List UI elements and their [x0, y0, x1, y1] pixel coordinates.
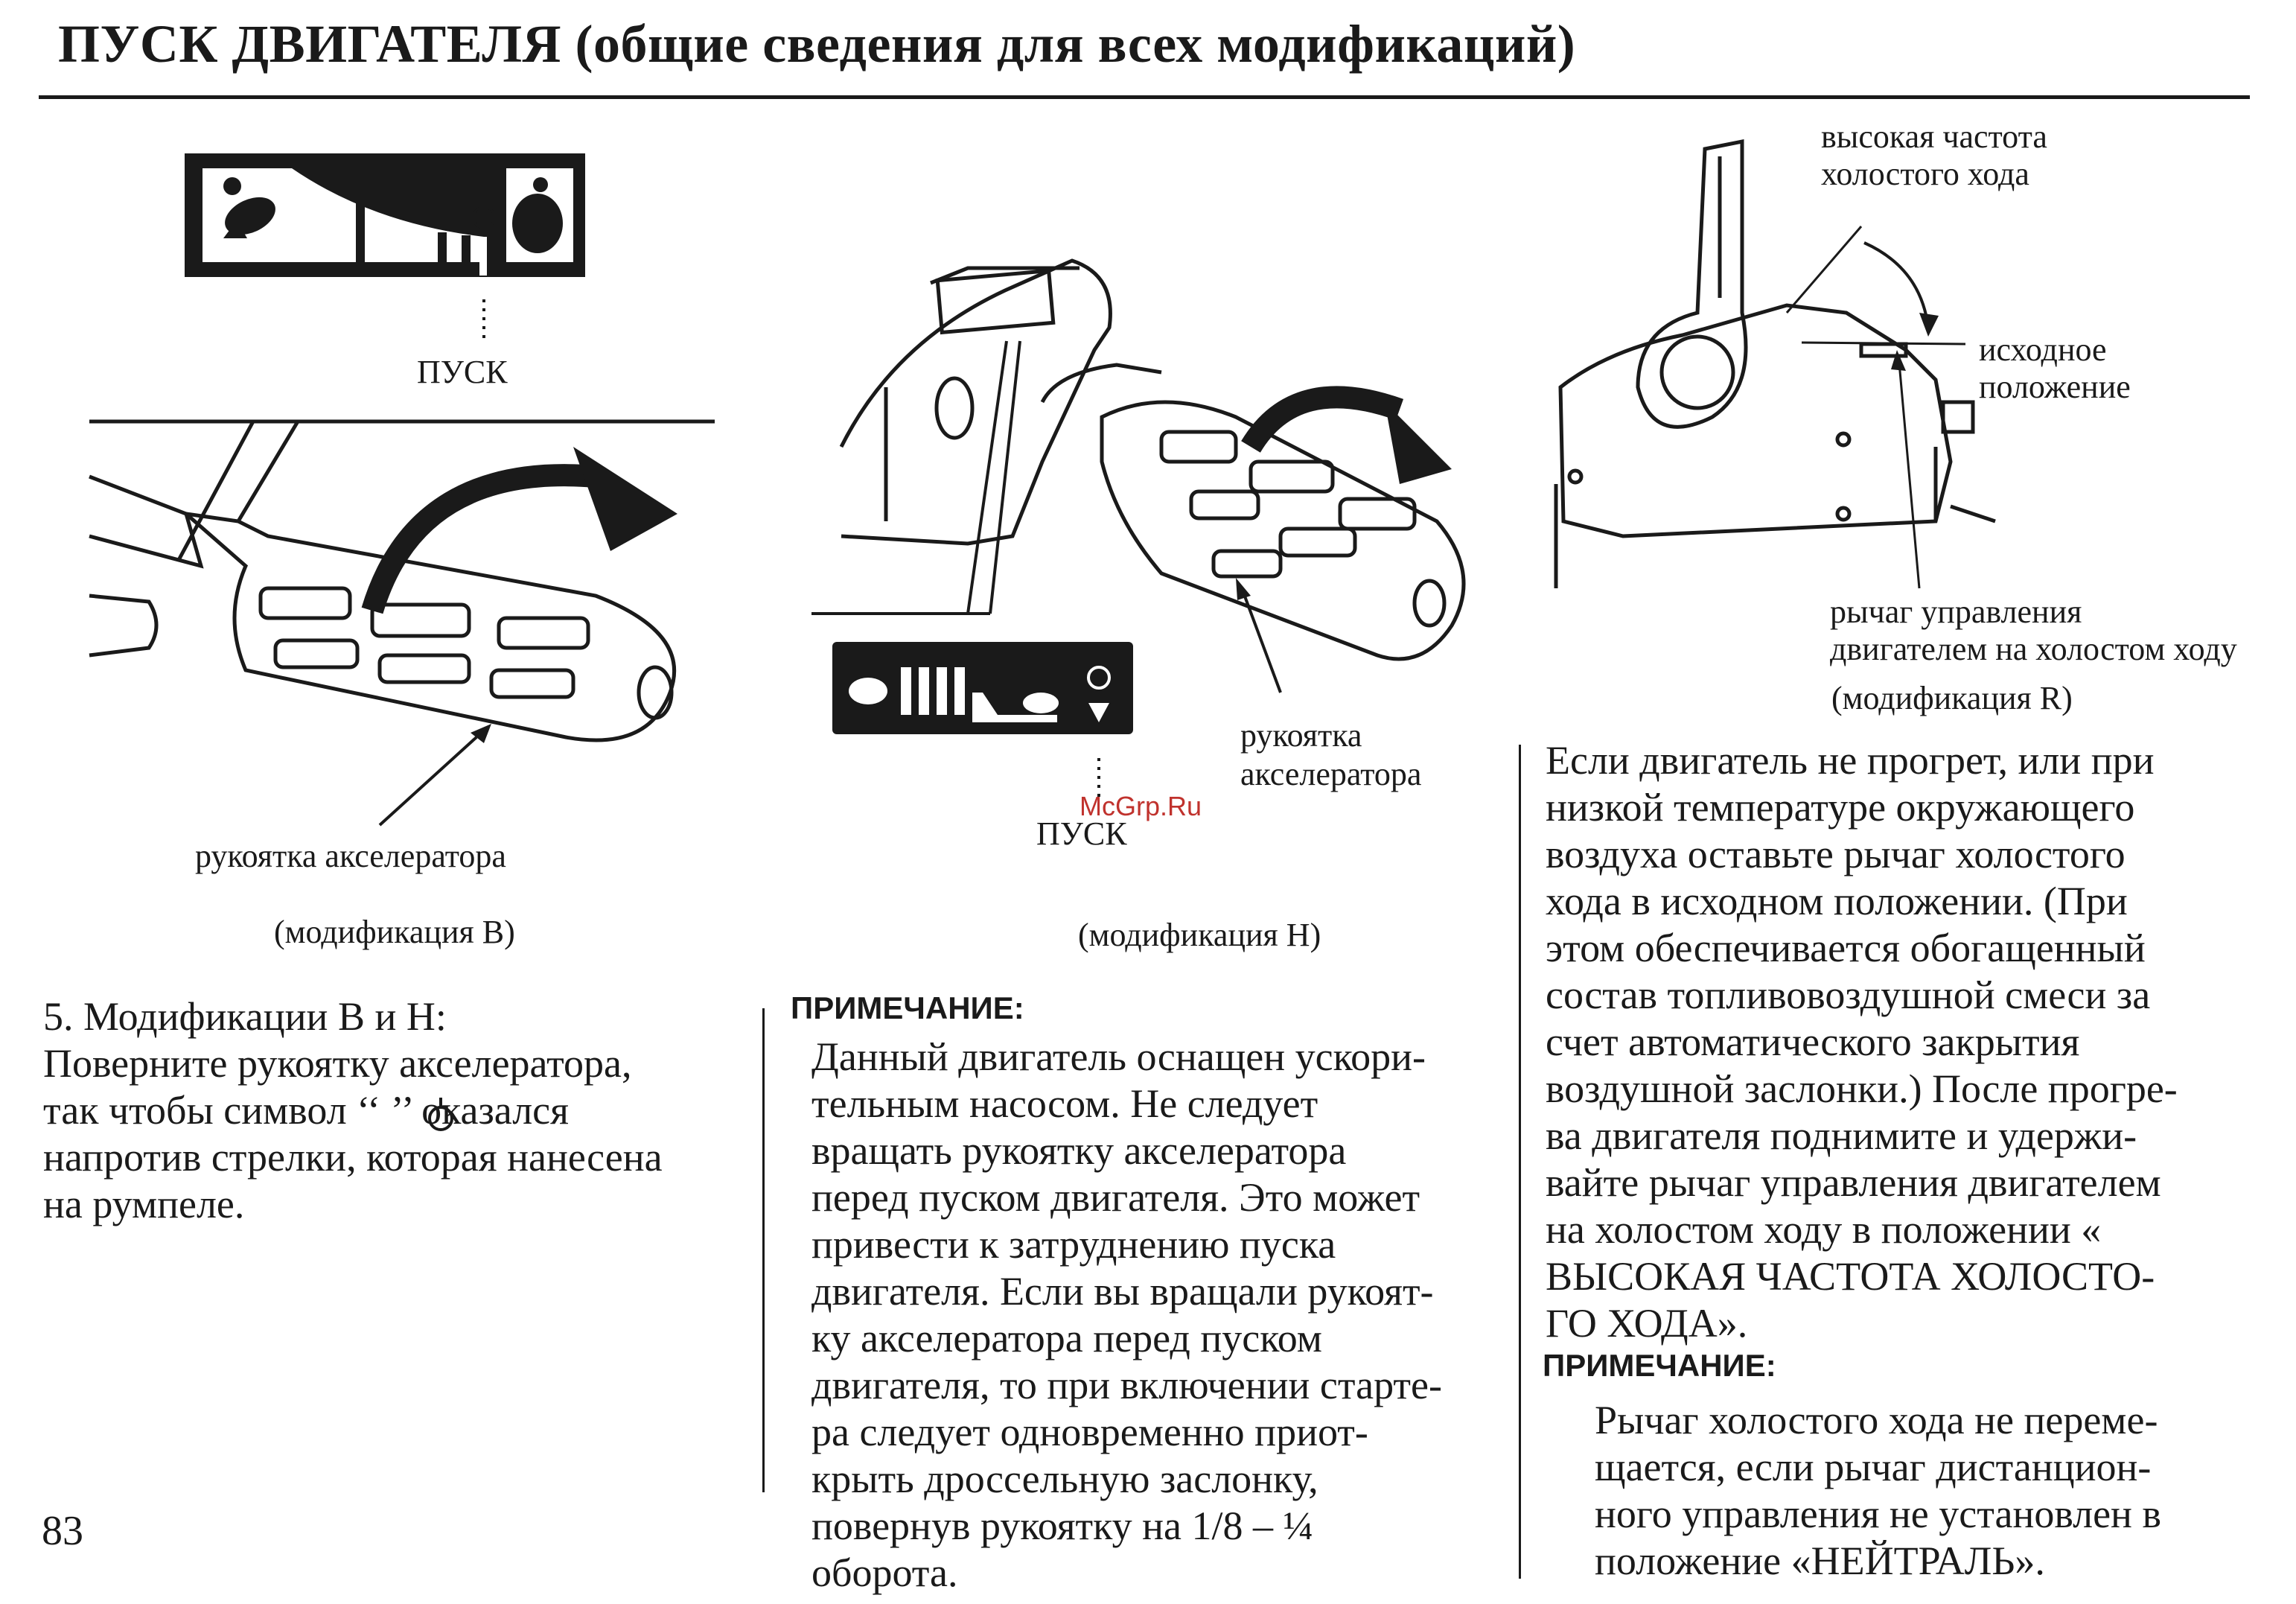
text-line: крыть дроссельную заслонку, — [811, 1457, 1318, 1501]
page-number: 83 — [42, 1508, 83, 1554]
text-line: привести к затруднению пуска — [811, 1222, 1336, 1267]
text-line: двигателя, то при включении старте- — [811, 1363, 1442, 1407]
remote-control-box — [1554, 139, 1996, 588]
text-line: вращать рукоятку акселератора — [811, 1128, 1347, 1173]
figure-b-caption: (модификация B) — [274, 914, 515, 950]
note-heading: ПРИМЕЧАНИЕ: — [791, 990, 1024, 1025]
throttle-grip-h — [839, 258, 1466, 661]
text-line: тельным насосом. Не следует — [811, 1081, 1318, 1126]
text-line: этом обеспечивается обогащенный — [1546, 926, 2146, 970]
throttle-grip-b — [89, 419, 715, 742]
figure-r-caption: (модификация R) — [1831, 680, 2073, 716]
text-line: ку акселератора перед пуском — [811, 1316, 1322, 1360]
text-line: низкой температуре окружающего — [1546, 785, 2135, 830]
text-line: ГО ХОДА». — [1546, 1301, 1748, 1346]
text-line: на румпеле. — [43, 1182, 245, 1226]
figure-r-home-1: исходное — [1979, 331, 2107, 368]
text-line: напротив стрелки, которая нанесена — [43, 1135, 663, 1180]
title-rule — [39, 95, 2250, 99]
page-title: ПУСК ДВИГАТЕЛЯ (общие сведения для всех … — [58, 14, 1576, 74]
figure-b-start-label: ПУСК — [417, 354, 508, 390]
text-line: ра следует одновременно приот- — [811, 1410, 1368, 1454]
column-divider — [1519, 745, 1521, 1579]
text-line: состав топливовоздушной смеси за — [1546, 973, 2151, 1017]
note-bar — [762, 1008, 765, 1492]
figure-r-high-idle-1: высокая частота — [1821, 118, 2047, 155]
watermark: McGrp.Ru — [1080, 791, 1202, 821]
text-line: оборота. — [811, 1550, 958, 1595]
figure-r-home-2: положение — [1979, 369, 2131, 405]
figure-r-lever-2: двигателем на холостом ходу — [1830, 631, 2237, 667]
text-line: Рычаг холостого хода не переме- — [1595, 1398, 2158, 1442]
figure-h-grip-label-2: акселератора — [1240, 756, 1422, 792]
text-line: положение «НЕЙТРАЛЬ». — [1595, 1538, 2045, 1583]
text-line: вайте рычаг управления двигателем — [1546, 1160, 2161, 1205]
figure-h-grip-label-1: рукоятка — [1240, 717, 1362, 754]
text-line: воздуха оставьте рычаг холостого — [1546, 832, 2126, 876]
throttle-indicator-h — [832, 642, 1133, 734]
figure-r-lever-1: рычаг управления — [1830, 593, 2082, 630]
text-line: ного управления не установлен в — [1595, 1492, 2161, 1536]
text-line: воздушной заслонки.) После прогре- — [1546, 1066, 2178, 1111]
text-line: хода в исходном положении. (При — [1546, 879, 2128, 923]
figure-h-caption: (модификация H) — [1078, 917, 1321, 953]
choke-symbol-icon — [428, 1098, 453, 1131]
text-line: Если двигатель не прогрет, или при — [1546, 738, 2155, 783]
figure-b-grip-label: рукоятка акселератора — [195, 838, 506, 874]
text-line: двигателя. Если вы вращали рукоят- — [811, 1269, 1434, 1314]
col3-note-text: Рычаг холостого хода не переме- щается, … — [1595, 1397, 2161, 1585]
text-line: счет автоматического закрытия — [1546, 1019, 2080, 1064]
text-line: перед пуском двигателя. Это может — [811, 1175, 1420, 1220]
note-heading-2: ПРИМЕЧАНИЕ: — [1543, 1348, 1776, 1383]
text-line: так чтобы символ ‘‘ ’’ оказался — [43, 1088, 569, 1133]
col2-note-text: Данный двигатель оснащен ускори- тельным… — [811, 1034, 1442, 1597]
col1-text: 5. Модификации B и H: Поверните рукоятку… — [43, 993, 663, 1228]
text-line: на холостом ходу в положении « — [1546, 1207, 2102, 1252]
throttle-indicator-b — [185, 153, 585, 277]
figure-h-start-label: ПУСК — [1036, 815, 1127, 852]
figure-r-high-idle-2: холостого хода — [1821, 156, 2029, 192]
text-line: 5. Модификации B и H: — [43, 994, 447, 1039]
col3-text: Если двигатель не прогрет, или при низко… — [1546, 737, 2178, 1347]
text-line: повернув рукоятку на 1/8 – ¼ — [811, 1503, 1313, 1548]
text-line: ва двигателя поднимите и удержи- — [1546, 1113, 2137, 1158]
text-line: Поверните рукоятку акселератора, — [43, 1041, 632, 1086]
text-line: Данный двигатель оснащен ускори- — [811, 1034, 1426, 1079]
text-line: щается, если рычаг дистанцион- — [1595, 1445, 2152, 1489]
text-line: ВЫСОКАЯ ЧАСТОТА ХОЛОСТО- — [1546, 1254, 2155, 1299]
